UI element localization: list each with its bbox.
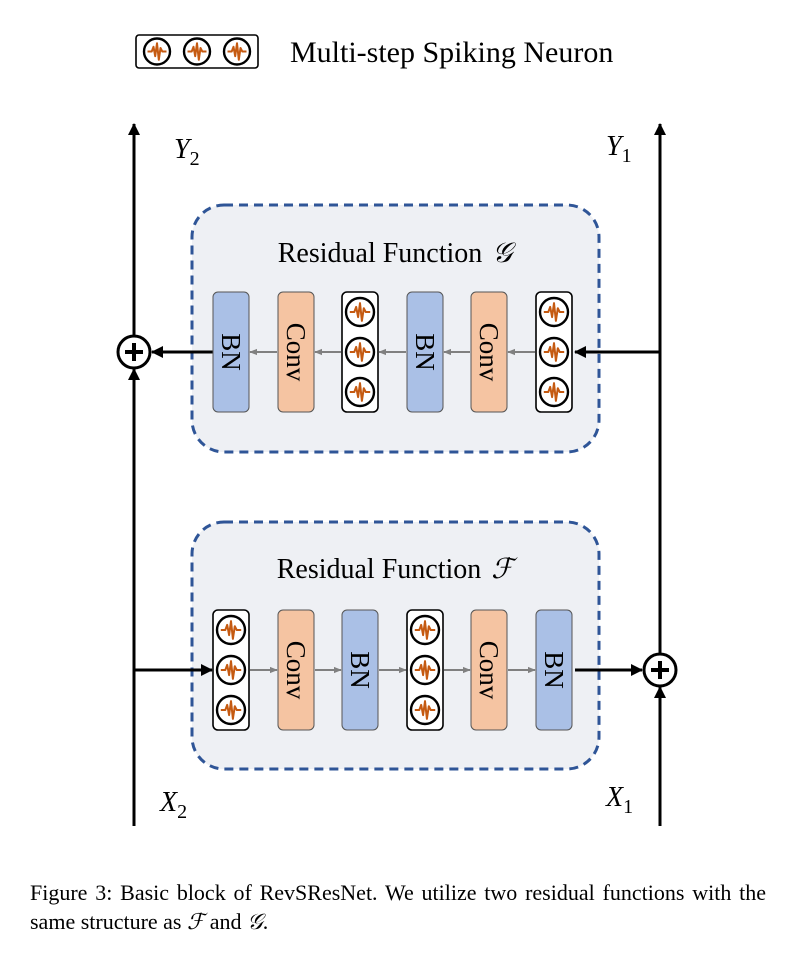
spike-neuron-icon [409, 654, 441, 686]
legend-label: Multi-step Spiking Neuron [290, 36, 613, 69]
residual-f-blocks: Conv BN Conv BN [212, 609, 573, 731]
residual-g-blocks: BN Conv BN Conv [212, 291, 573, 413]
bn-block: BN [212, 291, 250, 413]
spike-neuron-icon [182, 37, 212, 66]
g-adder-plus-icon [116, 334, 152, 370]
spike-neuron-icon [344, 376, 376, 408]
bn-label: BN [410, 333, 440, 371]
bn-block: BN [535, 609, 573, 731]
spike-neuron-icon [409, 614, 441, 646]
bn-label: BN [539, 651, 569, 689]
x1-label: X1 [605, 782, 633, 818]
spike-neuron-icon [538, 336, 570, 368]
bn-block: BN [406, 291, 444, 413]
spike-neuron-icon [142, 37, 172, 66]
spike-neuron-icon [215, 654, 247, 686]
revsresnet-diagram: Multi-step Spiking Neuron Residual Funct… [116, 34, 678, 826]
spike-neuron-icon [215, 694, 247, 726]
spike-neuron-icon [344, 336, 376, 368]
conv-block: Conv [277, 609, 315, 731]
neuron-block [535, 291, 573, 413]
conv-label: Conv [474, 641, 504, 700]
neuron-block [406, 609, 444, 731]
spike-neuron-icon [538, 376, 570, 408]
conv-label: Conv [281, 641, 311, 700]
conv-label: Conv [281, 323, 311, 382]
f-adder-plus-icon [642, 652, 678, 688]
neuron-block [212, 609, 250, 731]
conv-block: Conv [470, 291, 508, 413]
conv-label: Conv [474, 323, 504, 382]
spike-neuron-icon [538, 296, 570, 328]
spike-neuron-icon [409, 694, 441, 726]
y2-label: Y2 [174, 134, 200, 170]
x2-label: X2 [159, 787, 187, 823]
neuron-block [341, 291, 379, 413]
conv-block: Conv [470, 609, 508, 731]
spike-neuron-icon [344, 296, 376, 328]
conv-block: Conv [277, 291, 315, 413]
bn-label: BN [216, 333, 246, 371]
spike-neuron-icon [215, 614, 247, 646]
legend-spiking-neuron-icon [135, 34, 259, 69]
bn-label: BN [345, 651, 375, 689]
spike-neuron-icon [222, 37, 252, 66]
y1-label: Y1 [606, 131, 632, 167]
bn-block: BN [341, 609, 379, 731]
figure-caption: Figure 3: Basic block of RevSResNet. We … [30, 880, 766, 934]
